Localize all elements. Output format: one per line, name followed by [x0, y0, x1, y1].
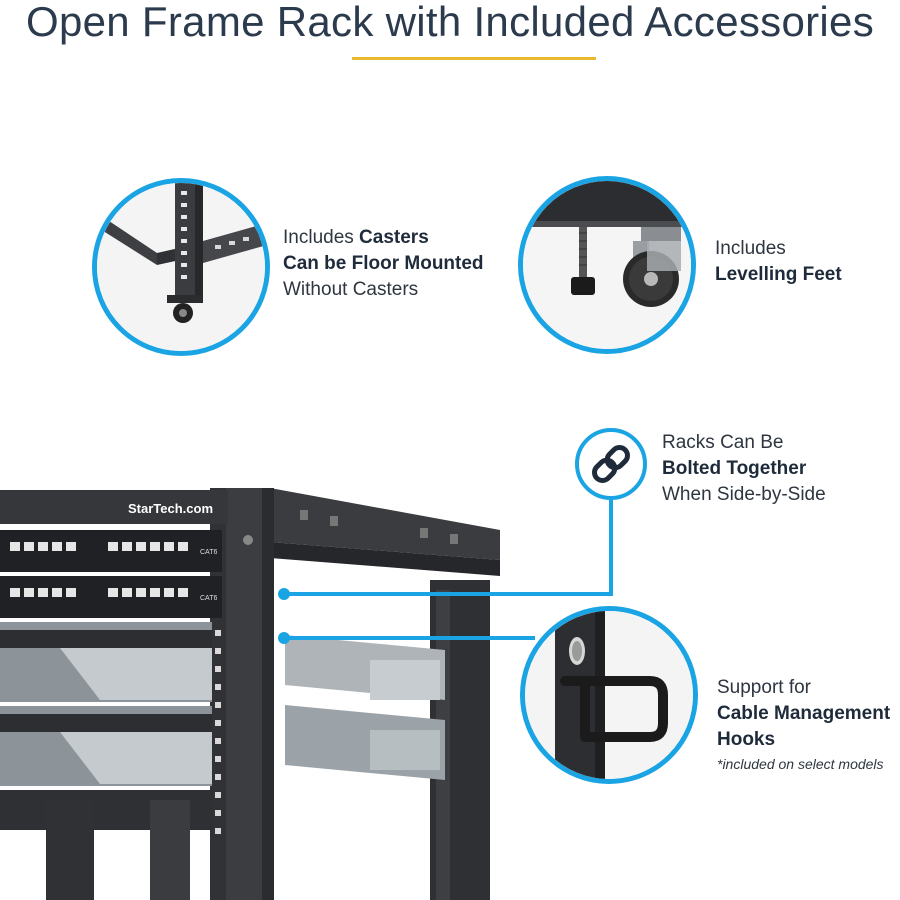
link-icon-circle — [575, 428, 647, 500]
hooks-line1: Support for — [717, 677, 811, 698]
title-underline — [352, 57, 596, 60]
casters-text: Includes Casters Can be Floor Mounted Wi… — [283, 225, 484, 303]
casters-line2: Can be Floor Mounted — [283, 253, 484, 274]
bolt-connector-dot — [278, 588, 290, 600]
hooks-text: Support for Cable Management Hooks *incl… — [717, 675, 890, 774]
casters-photo-circle — [92, 178, 270, 356]
casters-line3: Without Casters — [283, 279, 419, 300]
bolt-connector-vertical — [609, 500, 613, 596]
rack-caster-photo — [97, 183, 265, 351]
bolt-line1: Racks Can Be — [662, 432, 784, 453]
feet-photo-circle — [518, 176, 696, 354]
hooks-connector-dot — [278, 632, 290, 644]
panel-label-1: CAT6 — [200, 549, 217, 556]
rack-photo: StarTech.com CAT6 CAT6 — [0, 480, 510, 900]
bolt-line3: When Side-by-Side — [662, 484, 826, 505]
hooks-note: *included on select models — [717, 756, 884, 772]
page-title: Open Frame Rack with Included Accessorie… — [26, 0, 874, 45]
bolt-line2: Bolted Together — [662, 458, 807, 479]
rack-brand: StarTech.com — [128, 501, 213, 516]
feet-text: Includes Levelling Feet — [715, 236, 842, 288]
bolt-text: Racks Can Be Bolted Together When Side-b… — [662, 430, 826, 508]
hooks-line2: Cable Management — [717, 703, 891, 724]
panel-label-2: CAT6 — [200, 595, 217, 602]
link-chain-icon — [592, 445, 630, 483]
hooks-line3: Hooks — [717, 729, 776, 750]
hooks-connector-horizontal — [285, 636, 535, 640]
feet-line1: Includes — [715, 238, 786, 259]
hooks-photo-circle — [520, 606, 698, 784]
feet-line2: Levelling Feet — [715, 264, 842, 285]
bolt-connector-horizontal — [285, 592, 613, 596]
cable-hook-photo — [525, 611, 693, 779]
casters-line1: Includes — [283, 227, 360, 248]
casters-line1-bold: Casters — [359, 227, 429, 248]
levelling-foot-photo — [523, 181, 691, 349]
